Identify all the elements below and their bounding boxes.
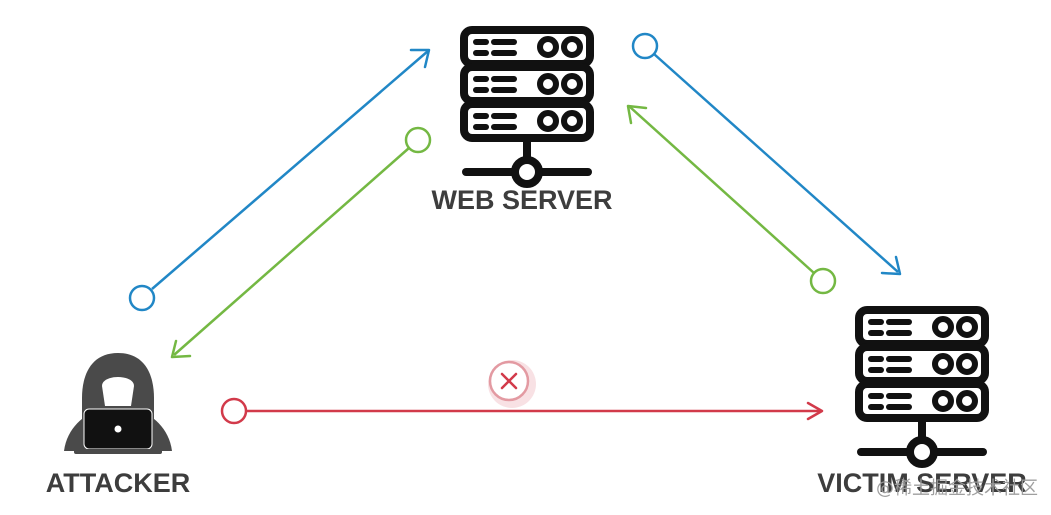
arrowhead-icon [880, 255, 902, 276]
connection-line [653, 53, 899, 273]
attacker-node: ATTACKER [46, 353, 190, 498]
arrowhead-icon [806, 401, 824, 421]
connection-start-dot [128, 284, 156, 312]
connection-line [629, 106, 815, 274]
connection-start-dot [404, 126, 432, 154]
web-server-node: WEB SERVER [431, 30, 613, 215]
connection-line [151, 50, 429, 290]
connection-start-dot [220, 397, 248, 425]
connection-start-dot [631, 32, 659, 60]
attacker-label: ATTACKER [46, 468, 190, 498]
connection-line [173, 147, 410, 356]
connection-web-server-to-victim-server [631, 32, 902, 276]
server-rack-icon [464, 30, 590, 184]
victim-server-label: VICTIM SERVER [817, 468, 1027, 498]
victim-server-node: VICTIM SERVER [817, 310, 1027, 498]
server-rack-icon [859, 310, 985, 464]
web-server-label: WEB SERVER [431, 185, 612, 215]
arrowhead-icon [409, 48, 431, 69]
connection-victim-server-to-web-server [626, 104, 837, 295]
x-circle-icon [488, 360, 536, 408]
watermark: @稀土掘金技术社区 [876, 478, 1038, 499]
arrowhead-icon [626, 104, 648, 125]
connection-web-server-to-attacker [170, 126, 432, 359]
connection-attacker-to-victim-server [220, 397, 824, 425]
hooded-hacker-laptop-icon [64, 353, 172, 454]
connection-start-dot [809, 267, 837, 295]
connection-attacker-to-web-server [128, 48, 431, 312]
arrowhead-icon [170, 339, 192, 359]
